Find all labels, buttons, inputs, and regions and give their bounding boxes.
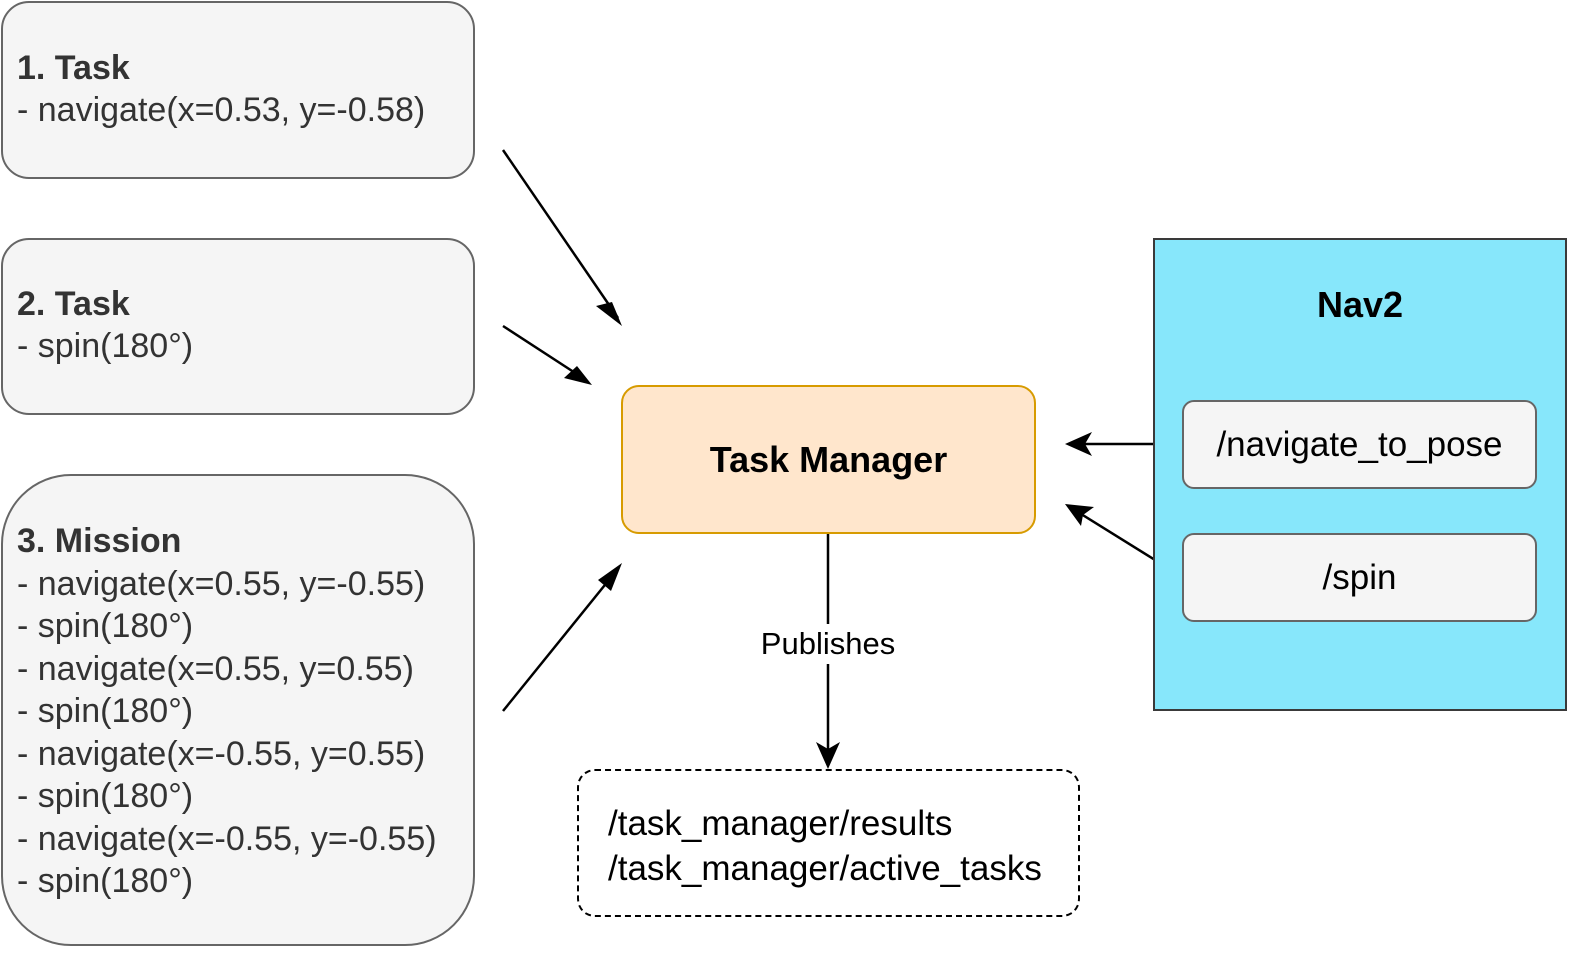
mission-step: - spin(180°) bbox=[17, 862, 194, 900]
mission-step: - spin(180°) bbox=[17, 692, 194, 730]
topic-results: /task_manager/results bbox=[608, 804, 953, 843]
service-spin: /spin bbox=[1182, 533, 1537, 622]
task-2-box: 2. Task - spin(180°) bbox=[1, 238, 475, 415]
arrowhead-task1 bbox=[596, 302, 622, 326]
task-2-line: - spin(180°) bbox=[17, 327, 194, 365]
service-label: /navigate_to_pose bbox=[1216, 424, 1503, 464]
mission-title: 3. Mission bbox=[17, 522, 182, 560]
arrowhead-publishes bbox=[816, 742, 840, 769]
publishes-label: Publishes bbox=[728, 624, 928, 664]
nav2-title: Nav2 bbox=[1316, 284, 1404, 325]
mission-step: - navigate(x=-0.55, y=0.55) bbox=[17, 734, 426, 773]
arrow-task1-to-manager bbox=[501, 149, 620, 319]
topic-active-tasks: /task_manager/active_tasks bbox=[608, 849, 1042, 888]
service-navigate-to-pose: /navigate_to_pose bbox=[1182, 400, 1537, 489]
task-2-title: 2. Task bbox=[17, 285, 130, 323]
mission-step: - navigate(x=0.55, y=-0.55) bbox=[17, 564, 426, 603]
task-manager-label: Task Manager bbox=[709, 438, 948, 480]
arrowhead-task2 bbox=[564, 366, 592, 385]
mission-step: - spin(180°) bbox=[17, 777, 194, 815]
arrowhead-spin-left bbox=[1065, 504, 1094, 526]
mission-box: 3. Mission - navigate(x=0.55, y=-0.55) -… bbox=[1, 474, 475, 946]
topics-box: /task_manager/results /task_manager/acti… bbox=[577, 769, 1080, 917]
mission-step: - navigate(x=-0.55, y=-0.55) bbox=[17, 819, 437, 858]
mission-step: - spin(180°) bbox=[17, 607, 194, 645]
task-1-line: - navigate(x=0.53, y=-0.58) bbox=[17, 91, 426, 129]
task-1-box: 1. Task - navigate(x=0.53, y=-0.58) bbox=[1, 1, 475, 179]
task-1-title: 1. Task bbox=[17, 49, 130, 87]
service-label: /spin bbox=[1322, 557, 1397, 597]
task-manager-node: Task Manager bbox=[621, 385, 1036, 534]
mission-step: - navigate(x=0.55, y=0.55) bbox=[17, 649, 414, 688]
arrowhead-mission bbox=[598, 563, 622, 591]
arrowhead-navigate-left bbox=[1065, 432, 1092, 456]
arrow-mission-to-manager bbox=[502, 569, 618, 712]
